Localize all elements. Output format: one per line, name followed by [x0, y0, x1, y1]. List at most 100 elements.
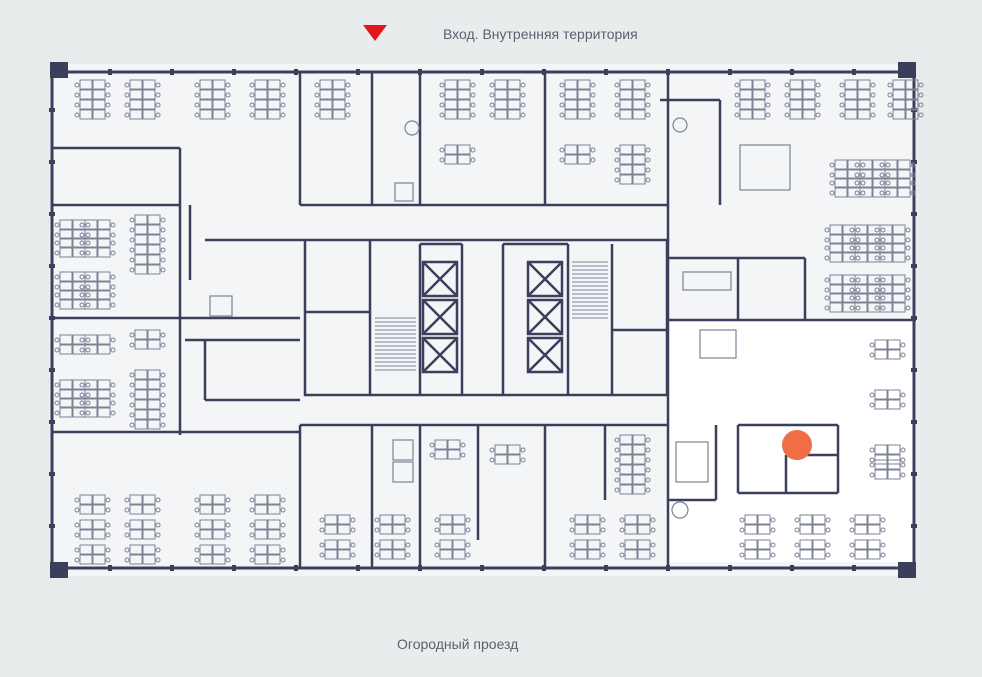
desk-cluster — [79, 289, 116, 310]
desk-cluster — [569, 514, 606, 535]
desk-cluster — [249, 79, 286, 100]
desk-cluster — [614, 144, 651, 165]
desk-cluster — [849, 274, 886, 295]
desk-cluster — [124, 99, 161, 120]
desk-cluster — [319, 539, 356, 560]
desk-cluster — [614, 454, 651, 475]
desk-cluster — [839, 99, 876, 120]
desk-cluster — [794, 539, 831, 560]
desk-cluster — [74, 519, 111, 540]
desk-cluster — [314, 79, 351, 100]
desk-cluster — [54, 334, 91, 355]
desk-cluster — [794, 514, 831, 535]
entrance-label: Вход. Внутренняя территория — [443, 26, 638, 42]
desk-cluster — [614, 99, 651, 120]
desk-cluster — [784, 79, 821, 100]
meeting-tables — [209, 117, 791, 519]
desk-cluster — [869, 339, 906, 360]
desk-cluster — [194, 544, 231, 565]
desk-cluster — [439, 99, 476, 120]
desk-cluster — [887, 79, 924, 100]
desk-cluster — [784, 99, 821, 120]
desk-cluster — [129, 409, 166, 430]
desk-cluster — [79, 237, 116, 258]
desk-cluster — [249, 544, 286, 565]
desk-cluster — [79, 271, 116, 292]
street-label: Огородный проезд — [397, 636, 519, 652]
desk-cluster — [849, 514, 886, 535]
desk-cluster — [619, 539, 656, 560]
desk-cluster — [887, 99, 924, 120]
desk-cluster — [79, 219, 116, 240]
desk-cluster — [79, 379, 116, 400]
desk-cluster — [849, 224, 886, 245]
desk-cluster — [489, 444, 526, 465]
location-marker — [782, 430, 812, 460]
desk-cluster — [314, 99, 351, 120]
desk-cluster — [439, 144, 476, 165]
desk-cluster — [74, 79, 111, 100]
workstations — [54, 79, 924, 565]
desk-cluster — [129, 254, 166, 275]
desk-cluster — [124, 494, 161, 515]
desk-cluster — [129, 369, 166, 390]
desk-cluster — [79, 334, 116, 355]
desk-cluster — [489, 99, 526, 120]
desk-cluster — [614, 164, 651, 185]
desk-cluster — [569, 539, 606, 560]
desk-cluster — [194, 99, 231, 120]
desk-cluster — [79, 397, 116, 418]
desk-cluster — [249, 519, 286, 540]
desk-cluster — [614, 434, 651, 455]
desk-cluster — [874, 274, 911, 295]
desk-cluster — [129, 214, 166, 235]
desk-cluster — [739, 539, 776, 560]
desk-cluster — [124, 544, 161, 565]
desk-cluster — [124, 79, 161, 100]
desk-cluster — [879, 159, 916, 180]
desk-cluster — [879, 177, 916, 198]
desk-cluster — [489, 79, 526, 100]
desk-cluster — [129, 389, 166, 410]
desk-cluster — [129, 329, 166, 350]
desk-cluster — [54, 289, 91, 310]
desk-cluster — [374, 514, 411, 535]
desk-cluster — [74, 99, 111, 120]
partition-walls — [52, 72, 916, 568]
desk-cluster — [614, 474, 651, 495]
desk-cluster — [74, 544, 111, 565]
desk-cluster — [849, 292, 886, 313]
desk-cluster — [434, 514, 471, 535]
desk-cluster — [319, 514, 356, 535]
desk-cluster — [869, 389, 906, 410]
desk-cluster — [249, 99, 286, 120]
desk-cluster — [739, 514, 776, 535]
desk-cluster — [434, 539, 471, 560]
desk-cluster — [74, 494, 111, 515]
desk-cluster — [839, 79, 876, 100]
desk-cluster — [869, 459, 906, 480]
desk-cluster — [874, 224, 911, 245]
desk-cluster — [194, 79, 231, 100]
desk-cluster — [124, 519, 161, 540]
desk-cluster — [129, 234, 166, 255]
desk-cluster — [824, 292, 861, 313]
entrance-marker-icon — [362, 24, 388, 47]
desk-cluster — [824, 224, 861, 245]
desk-cluster — [374, 539, 411, 560]
desk-cluster — [439, 79, 476, 100]
desk-cluster — [614, 79, 651, 100]
desk-cluster — [734, 99, 771, 120]
desk-cluster — [194, 519, 231, 540]
corner-columns — [50, 62, 916, 578]
desk-cluster — [429, 439, 466, 460]
desk-cluster — [734, 79, 771, 100]
desk-cluster — [874, 242, 911, 263]
desk-cluster — [559, 99, 596, 120]
desk-cluster — [829, 177, 866, 198]
desk-cluster — [559, 79, 596, 100]
desk-cluster — [874, 292, 911, 313]
stairwell — [375, 261, 608, 371]
desk-cluster — [619, 514, 656, 535]
